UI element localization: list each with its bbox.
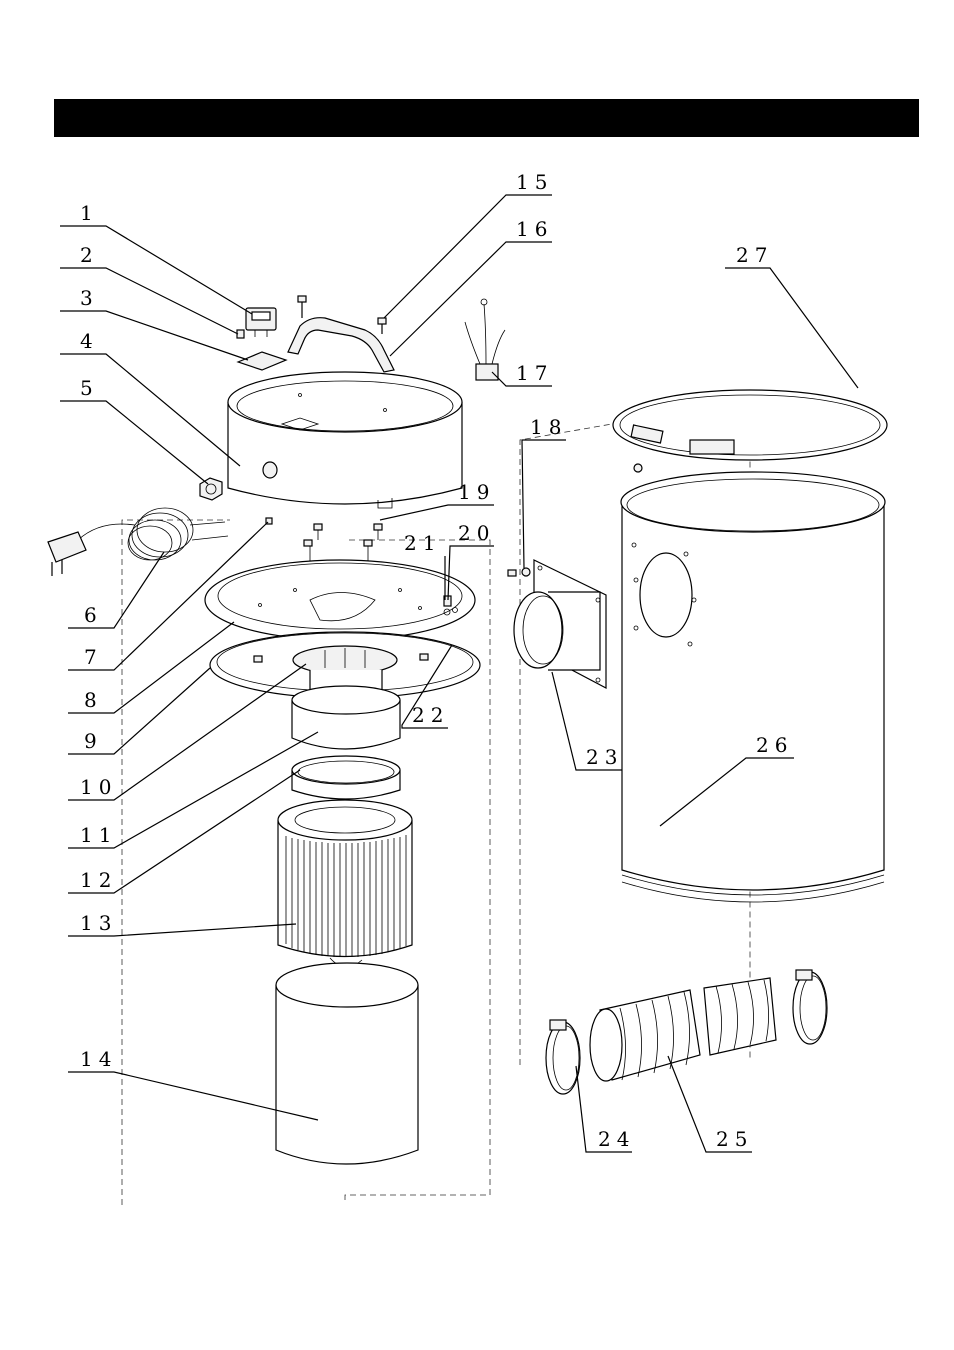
callout-4: 4: [80, 329, 99, 353]
callout-26: 26: [756, 733, 793, 757]
callout-11: 11: [80, 823, 117, 847]
callout-2: 2: [80, 243, 99, 267]
part-5-cable-gland: [200, 478, 222, 500]
part-27-clamp-ring: [613, 390, 887, 472]
callout-27: 27: [736, 243, 773, 267]
callout-23: 23: [586, 745, 623, 769]
callout-24: 24: [598, 1127, 635, 1151]
callout-19: 19: [458, 480, 495, 504]
part-14-filter-bag: [276, 963, 418, 1164]
part-13-cartridge-filter: [278, 800, 412, 967]
callout-5: 5: [80, 376, 99, 400]
part-4-motor-head: [228, 372, 462, 508]
callout-13: 13: [80, 911, 117, 935]
callout-15: 15: [516, 170, 553, 194]
part-18-screw: [508, 568, 530, 576]
callout-7: 7: [84, 645, 103, 669]
part-12-ring: [292, 756, 400, 799]
callout-14: 14: [80, 1047, 117, 1071]
part-3-plate: [238, 352, 286, 370]
callout-8: 8: [84, 688, 103, 712]
callout-12: 12: [80, 868, 117, 892]
callout-25: 25: [716, 1127, 753, 1151]
part-11-motor-housing: [292, 686, 400, 749]
part-1-switch: [246, 308, 276, 337]
callout-20: 20: [458, 521, 495, 545]
part-2-screw: [237, 330, 244, 338]
part-16-handle: [288, 318, 394, 372]
callout-1: 1: [80, 201, 99, 225]
callout-9: 9: [84, 729, 103, 753]
callout-16: 16: [516, 217, 553, 241]
part-17-terminal: [465, 299, 505, 380]
callout-21: 21: [404, 531, 441, 555]
part-6-power-cord: [48, 508, 228, 576]
callout-18: 18: [530, 415, 567, 439]
part-23-inlet-flange: [514, 560, 606, 688]
callout-6: 6: [84, 603, 103, 627]
part-25-hose: [590, 978, 776, 1081]
callout-10: 10: [80, 775, 117, 799]
callout-3: 3: [80, 286, 99, 310]
part-26-tank: [621, 472, 885, 902]
callout-22: 22: [412, 703, 449, 727]
callout-17: 17: [516, 361, 553, 385]
part-8-mounting-plate: [205, 560, 475, 640]
